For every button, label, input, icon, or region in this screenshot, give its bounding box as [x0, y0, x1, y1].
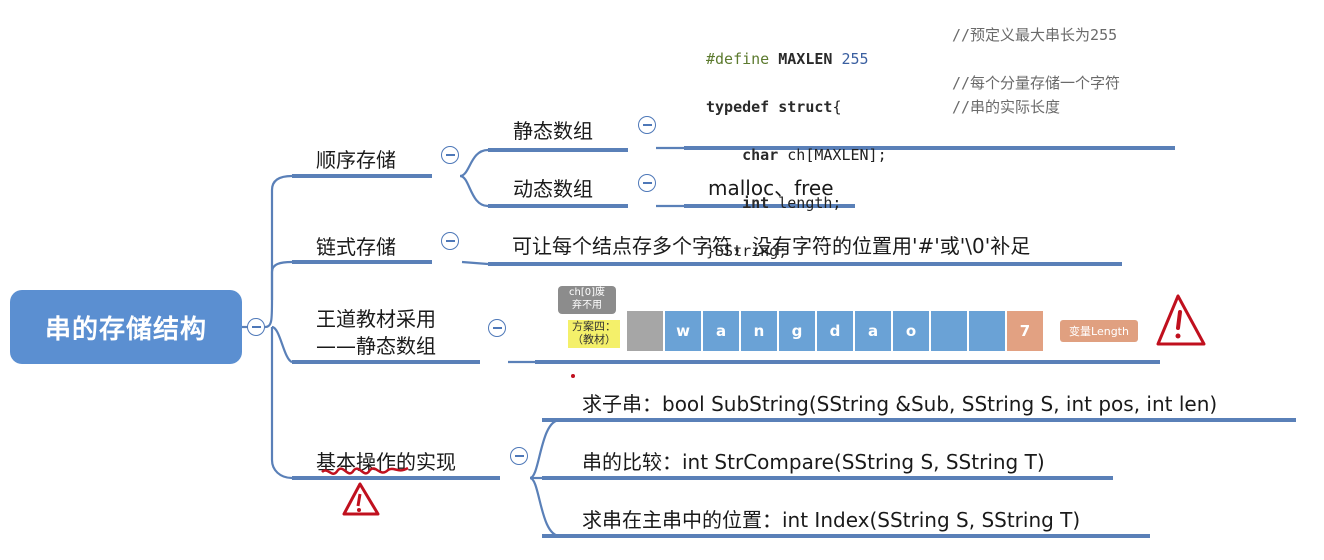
operation-substring: 求子串：bool SubString(SString &Sub, SString… — [582, 392, 1218, 416]
array-cell: g — [778, 310, 816, 352]
code-sstring-close: }SString; — [706, 242, 788, 260]
callout-line-2: 弃不用 — [572, 300, 602, 311]
array-cell — [968, 310, 1006, 352]
operation-index: 求串在主串中的位置：int Index(SString S, SString T… — [582, 508, 1081, 532]
code-ch-field: ch[MAXLEN]; — [778, 146, 887, 164]
root-node[interactable]: 串的存储结构 — [10, 290, 242, 364]
array-cell: d — [816, 310, 854, 352]
static-array-collapse-toggle[interactable] — [638, 116, 656, 134]
code-length-field: length; — [769, 194, 842, 212]
root-collapse-toggle[interactable] — [247, 318, 265, 336]
array-cell: a — [854, 310, 892, 352]
wangdao-collapse-toggle[interactable] — [488, 319, 506, 337]
code-maxlen-value: 255 — [841, 50, 869, 68]
code-define-keyword: #define — [706, 50, 770, 68]
ch0-unused-callout: ch[0]废 弃不用 — [558, 286, 616, 314]
code-typedef: typedef struct — [706, 98, 833, 116]
code-block: #define MAXLEN 255 typedef struct{ char … — [706, 23, 887, 287]
linked-storage-detail: 可让每个结点存多个字符，没有字符的位置用'#'或'\0'补足 — [512, 234, 1031, 258]
linked-collapse-toggle[interactable] — [441, 232, 459, 250]
code-comment-ch: //每个分量存储一个字符 — [952, 74, 1121, 92]
scribble-warning-icon — [321, 466, 409, 516]
dynamic-array-detail: malloc、free — [708, 176, 834, 200]
array-cell — [930, 310, 968, 352]
callout-line-1: ch[0]废 — [568, 287, 605, 298]
code-maxlen: MAXLEN — [778, 50, 833, 68]
node-wangdao-line1[interactable]: 王道教材采用 — [316, 307, 436, 331]
operation-strcompare: 串的比较：int StrCompare(SString S, SString T… — [582, 450, 1045, 474]
array-cell-length: 7 — [1006, 310, 1044, 352]
sequential-collapse-toggle[interactable] — [441, 146, 459, 164]
array-cell-unused — [626, 310, 664, 352]
array-cell: w — [664, 310, 702, 352]
code-int-type: int — [742, 194, 770, 212]
warning-triangle-icon — [1156, 294, 1206, 346]
node-dynamic-array[interactable]: 动态数组 — [513, 177, 593, 201]
scheme-line-1: 方案四： — [572, 320, 616, 333]
operations-collapse-toggle[interactable] — [510, 447, 528, 465]
scheme-label: 方案四： （教材） — [568, 320, 620, 348]
node-wangdao-line2[interactable]: ——静态数组 — [316, 334, 436, 358]
red-dot-mark — [571, 374, 575, 378]
array-cell: n — [740, 310, 778, 352]
node-sequential-storage[interactable]: 顺序存储 — [316, 148, 396, 172]
array-cell: o — [892, 310, 930, 352]
code-char-type: char — [742, 146, 779, 164]
node-static-array[interactable]: 静态数组 — [513, 119, 593, 143]
code-comment-maxlen: //预定义最大串长为255 — [952, 26, 1118, 44]
length-variable-tag: 变量Length — [1060, 320, 1138, 342]
scheme-line-2: （教材） — [572, 333, 616, 346]
node-linked-storage[interactable]: 链式存储 — [316, 235, 396, 259]
code-comment-length: //串的实际长度 — [952, 98, 1061, 116]
dynamic-array-collapse-toggle[interactable] — [638, 174, 656, 192]
array-cell: a — [702, 310, 740, 352]
code-brace-open: { — [832, 98, 842, 116]
